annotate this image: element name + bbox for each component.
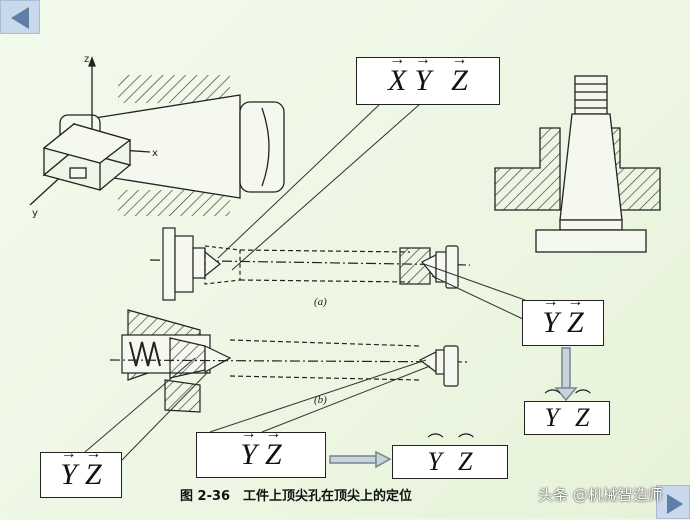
figure-a-label: (a) <box>314 296 327 308</box>
figure-a-centers <box>149 227 471 301</box>
figure-b-label: (b) <box>314 394 327 406</box>
vector-box-yz-bottom-result: ⌒Y ⌒Z <box>392 435 508 479</box>
watermark: 头条 @机械智造师 <box>538 486 663 504</box>
workpiece-3d-diagram <box>29 56 285 216</box>
fixture-section-diagram <box>494 75 661 253</box>
vector-box-xyz: →X →Y →Z <box>356 52 500 105</box>
figure-caption: 图 2-36 工件上顶尖孔在顶尖上的定位 <box>180 489 413 504</box>
vector-box-yz-right: →Y →Z <box>522 294 604 346</box>
triangle-right-icon <box>667 494 683 514</box>
next-slide-button[interactable] <box>656 485 690 519</box>
axis-y-label: y <box>32 208 38 219</box>
previous-slide-button[interactable] <box>0 0 40 34</box>
vector-box-yz-left: →Y →Z <box>40 446 122 498</box>
vector-box-yz-right-result: ⌒Y ⌒Z <box>524 391 610 435</box>
triangle-left-icon <box>11 7 29 29</box>
leader-lines <box>84 103 526 461</box>
axis-z-label: z <box>84 54 90 65</box>
figure-b-centers <box>109 309 471 413</box>
vector-box-yz-bottom: →Y →Z <box>196 426 326 478</box>
result-arrows <box>329 347 578 469</box>
axis-x-label: x <box>152 148 158 159</box>
